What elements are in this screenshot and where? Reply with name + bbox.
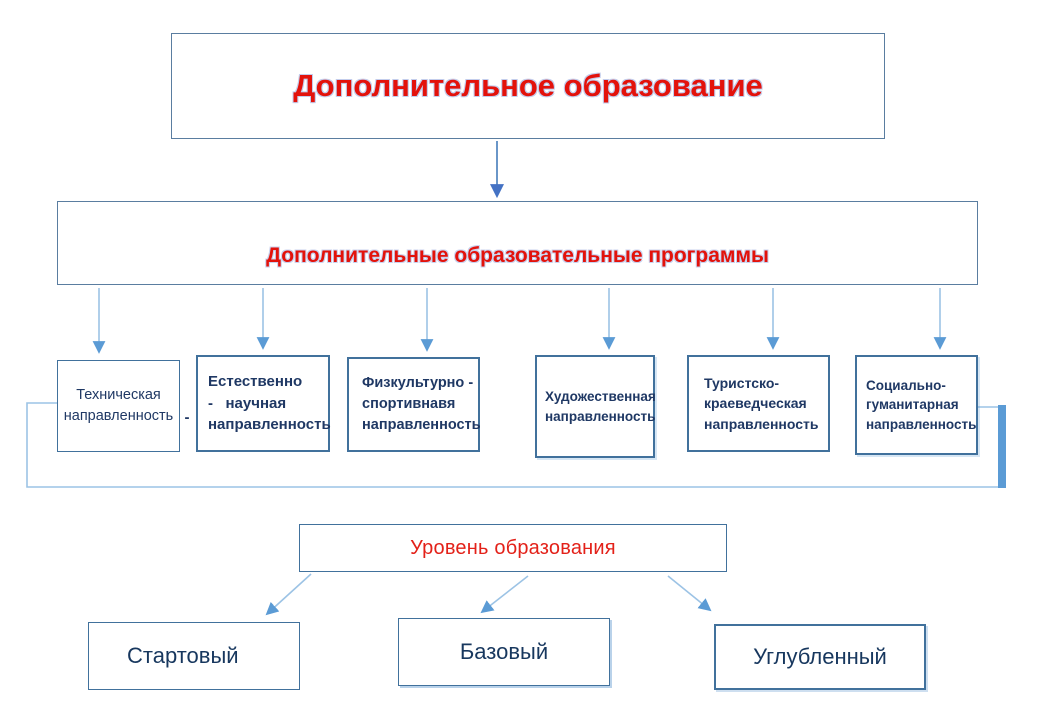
programs-title: Дополнительные образовательные программы: [266, 244, 769, 267]
direction-box-artistic: Художественная направленность: [535, 355, 656, 458]
direction-label: Социально- гуманитарная направленность: [866, 377, 977, 432]
arrow-diagonal-icon: [480, 575, 529, 614]
direction-box-technical: Техническая направленность: [57, 360, 180, 452]
page-title: Дополнительное образование: [293, 68, 763, 103]
direction-box-physical-sports: Физкультурно - спортивнавя направленност…: [347, 357, 481, 452]
dash-separator: -: [184, 408, 190, 426]
level-box-basic: Базовый: [398, 618, 610, 686]
level-label: Стартовый: [127, 643, 239, 668]
programs-box: Дополнительные образовательные программы: [57, 201, 978, 285]
level-box-advanced: Углубленный: [714, 624, 926, 690]
direction-label: Естественно - научная направленность: [208, 372, 331, 434]
level-box-starting: Стартовый: [88, 622, 300, 690]
direction-box-social-humanities: Социально- гуманитарная направленность: [855, 355, 978, 455]
direction-label: Физкультурно - спортивнавя направленност…: [362, 374, 481, 433]
direction-box-tourism-local-lore: Туристско- краеведческая направленность: [687, 355, 830, 452]
thick-bar-connector: [998, 405, 1006, 488]
arrow-diagonal-icon: [667, 575, 712, 612]
level-label: Базовый: [459, 639, 549, 664]
title-box: Дополнительное образование: [171, 33, 885, 139]
level-title: Уровень образования: [410, 536, 616, 559]
level-label: Углубленный: [753, 644, 887, 669]
arrow-diagonal-icon: [265, 573, 312, 616]
direction-box-natural-science: Естественно - научная направленность: [196, 355, 331, 452]
direction-label: Туристско- краеведческая направленность: [704, 375, 819, 432]
direction-label: Техническая направленность: [63, 386, 174, 424]
direction-label: Художественная направленность: [545, 388, 656, 424]
level-title-box: Уровень образования: [299, 524, 727, 572]
